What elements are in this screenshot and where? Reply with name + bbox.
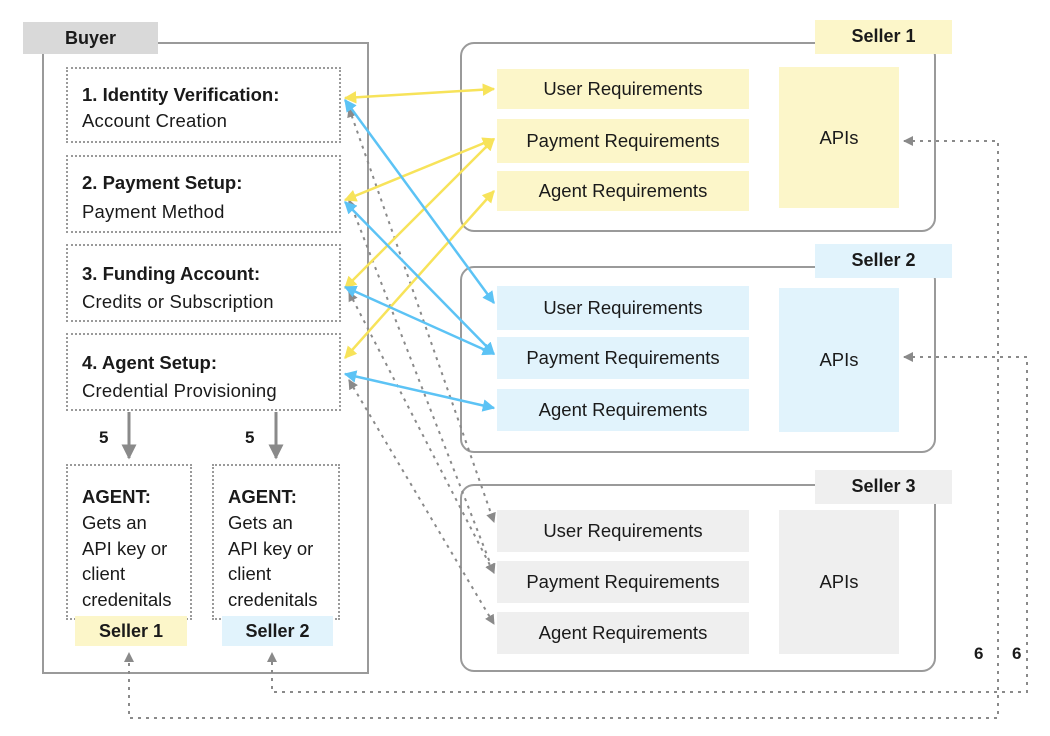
buyer-label: Buyer: [23, 22, 158, 54]
step-6-label: 6: [974, 644, 984, 663]
connector-identity-seller-2: [343, 98, 496, 305]
seller-1-user-requirements[interactable]: User Requirements: [497, 69, 749, 109]
step-6-paths: [124, 136, 1028, 719]
connector-payment-seller-1: [343, 137, 496, 202]
step-5-label: 5: [99, 428, 109, 447]
connector-payment-seller-3: [347, 199, 496, 574]
seller-1-label: Seller 1: [815, 20, 952, 54]
connector-funding-seller-3: [348, 291, 495, 574]
connector-funding-seller-2: [343, 285, 496, 356]
agent-line: client: [82, 563, 126, 584]
connector-identity-seller-3: [347, 107, 496, 523]
step-6-label: 6: [1012, 644, 1022, 663]
seller-2-connectors: [343, 98, 496, 412]
seller-3-connectors: [347, 107, 496, 625]
connector-identity-seller-1: [343, 83, 496, 104]
step-title: 1. Identity Verification:: [82, 84, 280, 105]
step-subtitle: Account Creation: [82, 110, 228, 131]
step-6-path-seller-1: [124, 136, 999, 719]
step-6-path-seller-2: [267, 352, 1028, 693]
step-5-arrows: [121, 412, 284, 460]
connector-agent-seller-3: [348, 379, 495, 625]
step-identity-verification[interactable]: 1. Identity Verification: Account Creati…: [66, 67, 341, 143]
